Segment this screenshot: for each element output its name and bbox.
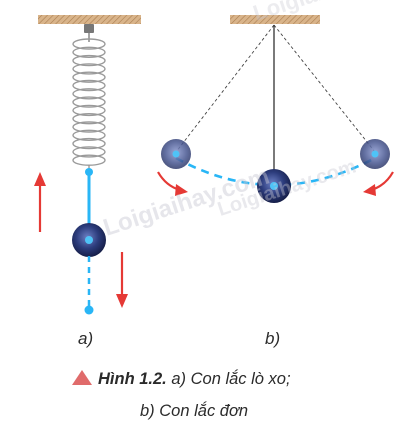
spring-pendulum <box>34 15 141 315</box>
right-string <box>273 24 376 153</box>
triangle-marker-icon <box>72 370 92 385</box>
panel-a-label: a) <box>78 329 94 348</box>
spring-coil-loop <box>72 146 106 158</box>
panel-b-label: b) <box>265 329 281 348</box>
spring-coil-loop <box>72 112 106 125</box>
left-string <box>175 24 275 153</box>
right-swing-arrow-icon <box>363 171 394 196</box>
spring-coil-loop <box>72 137 106 150</box>
spring-coil-loop <box>72 129 106 142</box>
simple-pendulum <box>157 15 394 203</box>
spring-coil-loop <box>72 79 106 92</box>
caption-line-2: b) Con lắc đơn <box>140 402 249 420</box>
spring-coil-loop <box>72 88 106 100</box>
figure-number: Hình 1.2. <box>98 370 167 388</box>
spring-coil-loop <box>72 38 106 50</box>
up-arrow-icon <box>34 172 46 232</box>
spring-coil-loop <box>72 63 106 75</box>
caption-line-1: a) Con lắc lò xo; <box>166 370 291 388</box>
spring-coil-loop <box>72 104 106 117</box>
spring-coil-loop <box>72 54 106 67</box>
spring-coil-loop <box>72 96 106 108</box>
spring-coil-loop <box>72 46 106 58</box>
spring-coil-loop <box>72 71 106 83</box>
spring-coil-loop <box>72 121 106 133</box>
down-arrow-icon <box>116 252 128 308</box>
left-swing-arrow-icon <box>157 171 188 196</box>
spring-coil <box>72 38 106 172</box>
spring-mount <box>84 24 94 33</box>
